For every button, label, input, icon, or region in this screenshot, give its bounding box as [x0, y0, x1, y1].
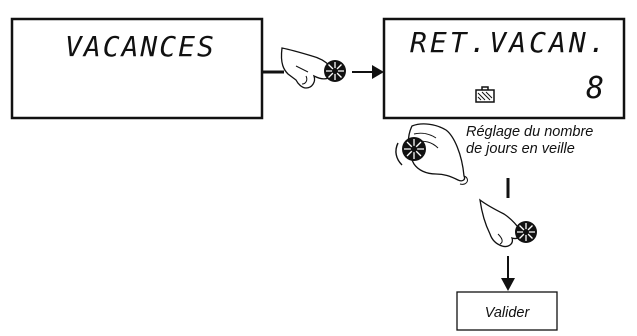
suitcase-icon: [475, 86, 495, 103]
rotary-knob-icon: [324, 60, 346, 82]
validate-label: Valider: [485, 305, 531, 321]
left-connector: [262, 65, 384, 79]
left-screen-text: VACANCES: [65, 30, 216, 63]
validate-box: Valider: [456, 291, 558, 331]
rotary-knob-turn-icon: [395, 137, 426, 166]
hand-press-icon: [280, 47, 333, 89]
right-lcd-screen: RET.VACAN. 8: [382, 17, 626, 120]
right-screen-value: 8: [586, 71, 604, 106]
hand-press-lower-icon: [479, 198, 522, 248]
adjust-caption-line1: Réglage du nombre: [466, 124, 593, 140]
hand-turn-icon: [407, 123, 468, 185]
left-lcd-screen: VACANCES: [10, 17, 264, 120]
down-connector: [501, 178, 515, 291]
adjust-caption-line2: de jours en veille: [466, 141, 575, 157]
right-screen-title: RET.VACAN.: [410, 26, 609, 59]
rotary-knob-lower-icon: [515, 221, 537, 243]
